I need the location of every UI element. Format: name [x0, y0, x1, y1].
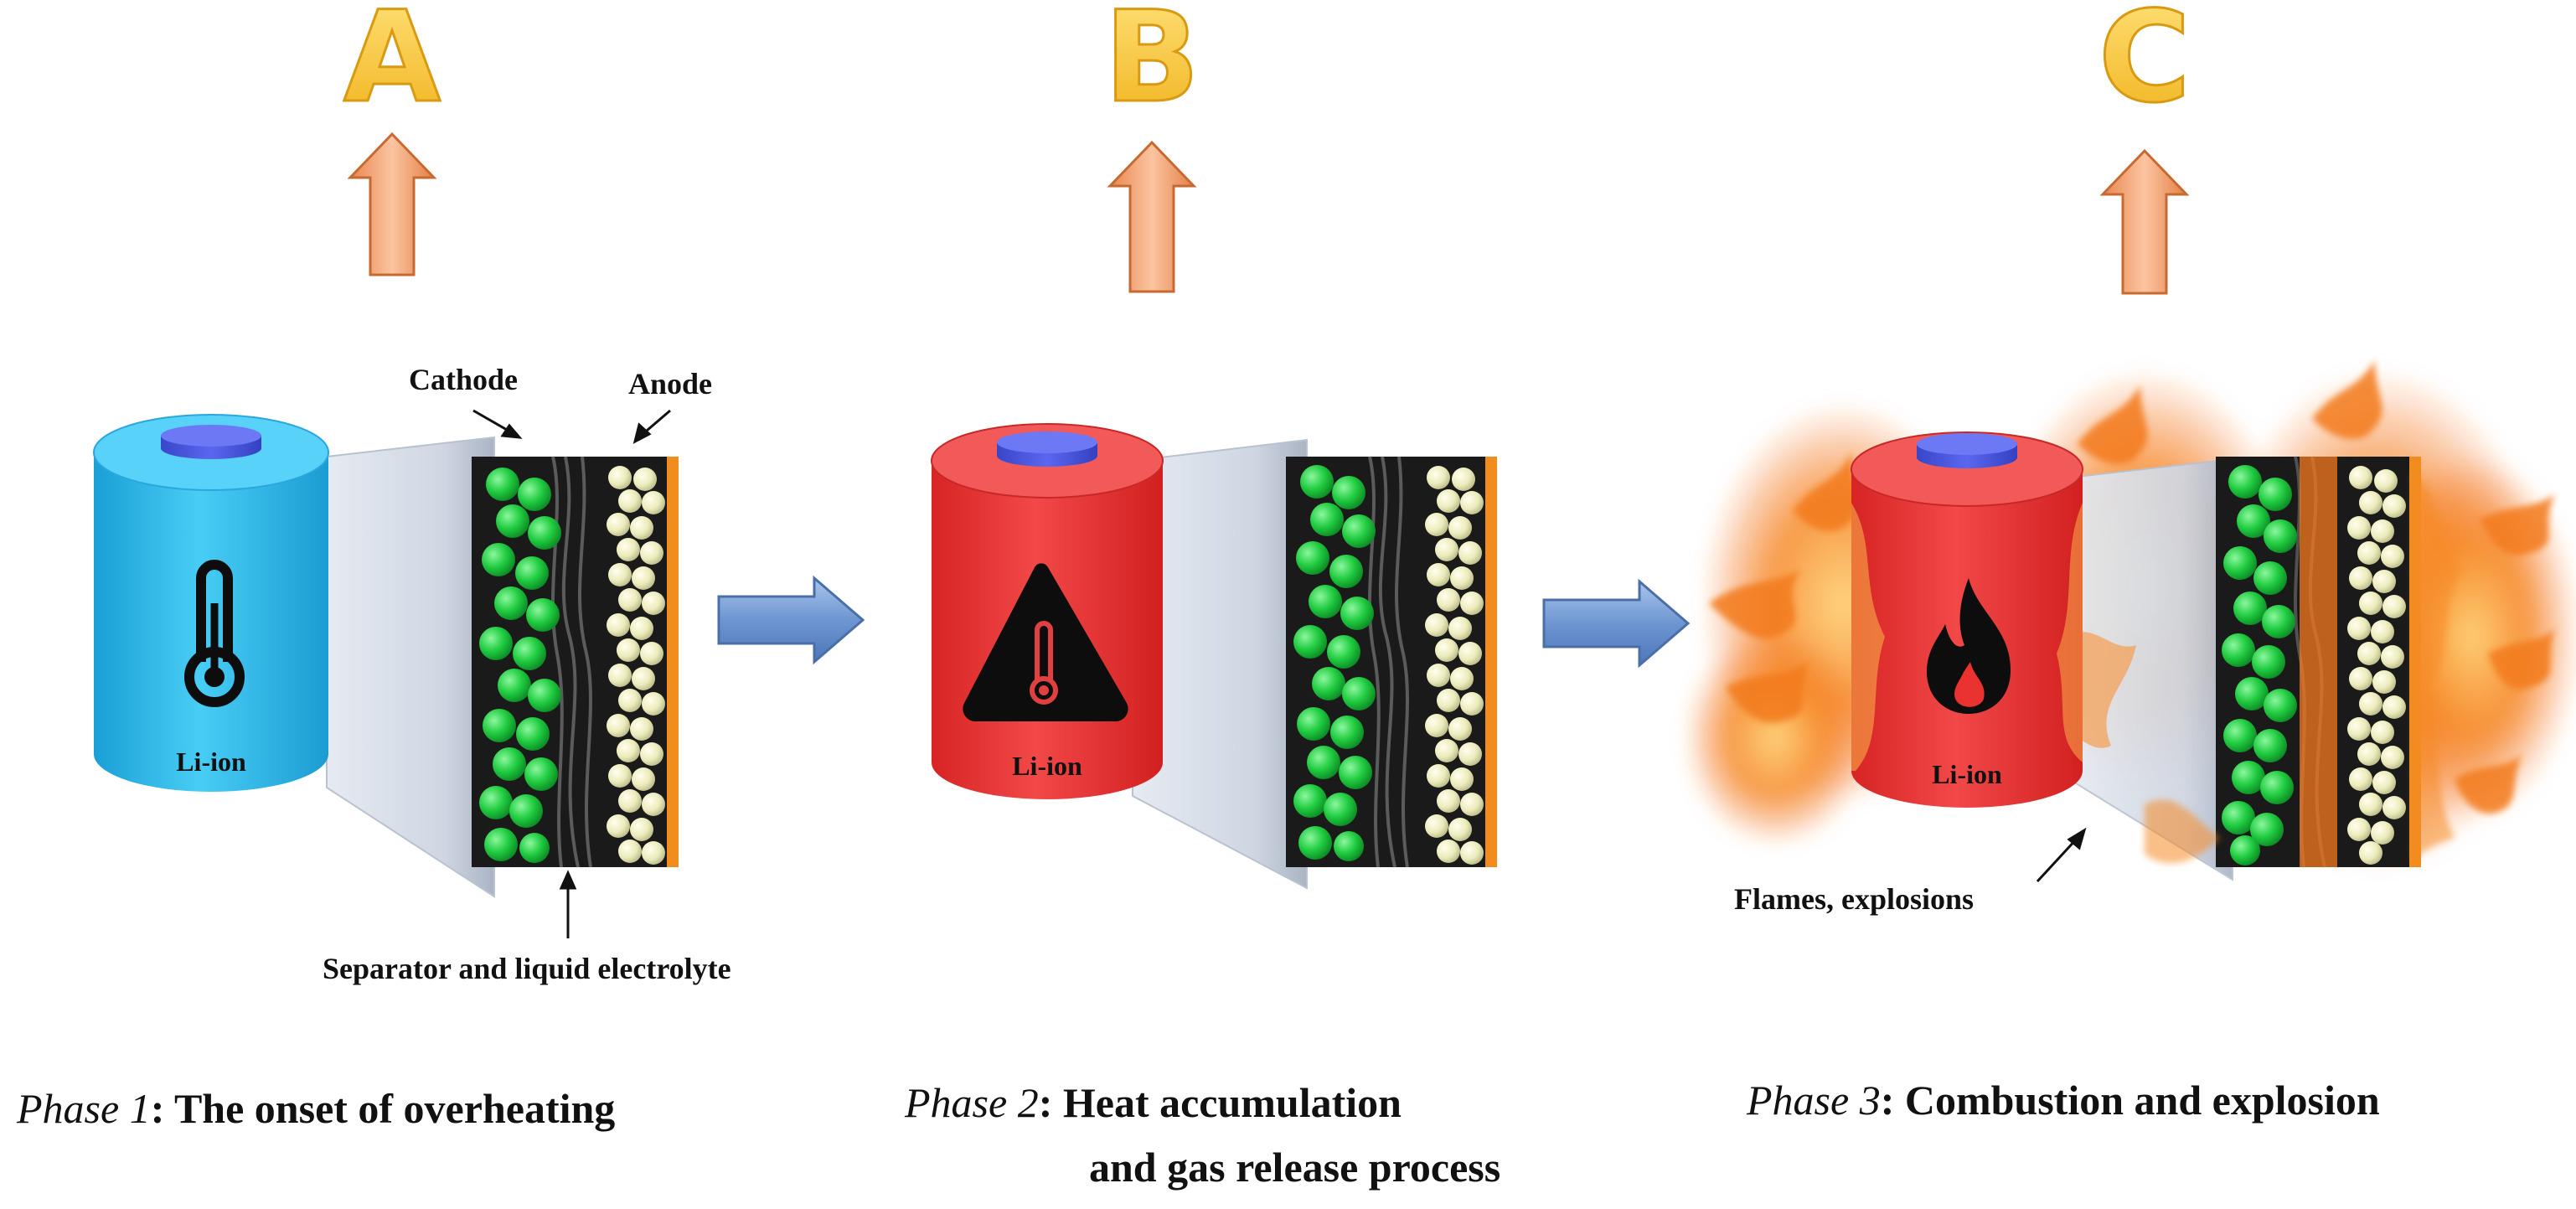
cathode-particles — [1293, 465, 1376, 861]
battery-cap — [1917, 433, 2017, 468]
phase-3-cell: Li-ion — [1684, 360, 2576, 916]
anode-label: Anode — [628, 367, 712, 400]
warning-thermometer-icon — [963, 563, 1128, 721]
flames-pointer-arrow — [2036, 827, 2087, 883]
anode-particles — [607, 466, 665, 865]
anode-pointer-arrow — [632, 409, 671, 444]
caption-text-line-2: and gas release process — [1089, 1144, 1500, 1191]
caption-text: : Combustion and explosion — [1881, 1077, 2380, 1124]
svg-text:Phase 1: The onset of overheat: Phase 1: The onset of overheating — [16, 1085, 615, 1132]
sheet-crack — [2069, 632, 2136, 748]
separator-fibers — [1368, 456, 1409, 868]
phase-a-marker: A — [342, 0, 442, 276]
current-collector — [1485, 457, 1497, 867]
up-arrow-icon — [347, 132, 437, 276]
right-arrow-icon — [1542, 578, 1691, 669]
phase-a-letter: A — [343, 0, 441, 131]
burning-separator — [2300, 457, 2337, 867]
separator-sheet — [326, 436, 495, 898]
cathode-particles — [2222, 465, 2297, 865]
anode-particles — [1425, 466, 1484, 865]
separator-fibers — [551, 456, 592, 868]
caption-phase-3: Phase 3: Combustion and explosion — [1746, 1077, 2380, 1124]
caption-phase-label: Phase 2 — [904, 1079, 1039, 1126]
phase-b-marker: B — [1102, 0, 1201, 293]
electrode-stack — [472, 456, 679, 868]
electrode-stack — [1286, 456, 1497, 868]
caption-text: : The onset of overheating — [151, 1085, 616, 1132]
battery-label: Li-ion — [176, 747, 246, 777]
anode-particles — [2347, 466, 2406, 865]
phase-c-letter: C — [2098, 0, 2191, 131]
battery-label: Li-ion — [1932, 759, 2002, 789]
cathode-particles — [479, 468, 561, 863]
current-collector — [667, 457, 679, 867]
cathode-label: Cathode — [409, 363, 518, 396]
right-arrow-icon — [717, 575, 865, 665]
caption-phase-2: Phase 2: Heat accumulation and gas relea… — [904, 1079, 1500, 1191]
battery-label: Li-ion — [1012, 751, 1082, 781]
flame-tongues — [1709, 360, 2555, 814]
caption-text: : Heat accumulation — [1039, 1079, 1402, 1126]
up-arrow-icon — [2099, 148, 2190, 295]
flame-icon — [1927, 578, 2011, 714]
separator-label: Separator and liquid electrolyte — [323, 952, 731, 985]
thermometer-icon — [184, 560, 245, 707]
caption-phase-1: Phase 1: The onset of overheating — [16, 1085, 615, 1132]
flames-label: Flames, explosions — [1734, 882, 1974, 916]
separator-pointer-arrow — [559, 870, 577, 938]
battery-cap — [161, 425, 261, 459]
svg-text:Phase 3: Combustion and explos: Phase 3: Combustion and explosion — [1746, 1077, 2380, 1124]
phase-2-cell: Li-ion — [931, 423, 1497, 890]
svg-text:Phase 2: Heat accumulation: Phase 2: Heat accumulation — [904, 1079, 1402, 1126]
battery-cap — [997, 431, 1097, 467]
cathode-pointer-arrow — [472, 409, 523, 439]
phase-b-letter: B — [1104, 0, 1200, 131]
caption-phase-label: Phase 1 — [16, 1085, 151, 1132]
caption-phase-label: Phase 3 — [1746, 1077, 1881, 1124]
electrode-stack — [2216, 456, 2421, 868]
phase-1-cell: Li-ion — [93, 363, 731, 985]
phase-c-marker: C — [2097, 0, 2192, 295]
flame-overlay — [2145, 469, 2463, 864]
up-arrow-icon — [1107, 140, 1197, 293]
